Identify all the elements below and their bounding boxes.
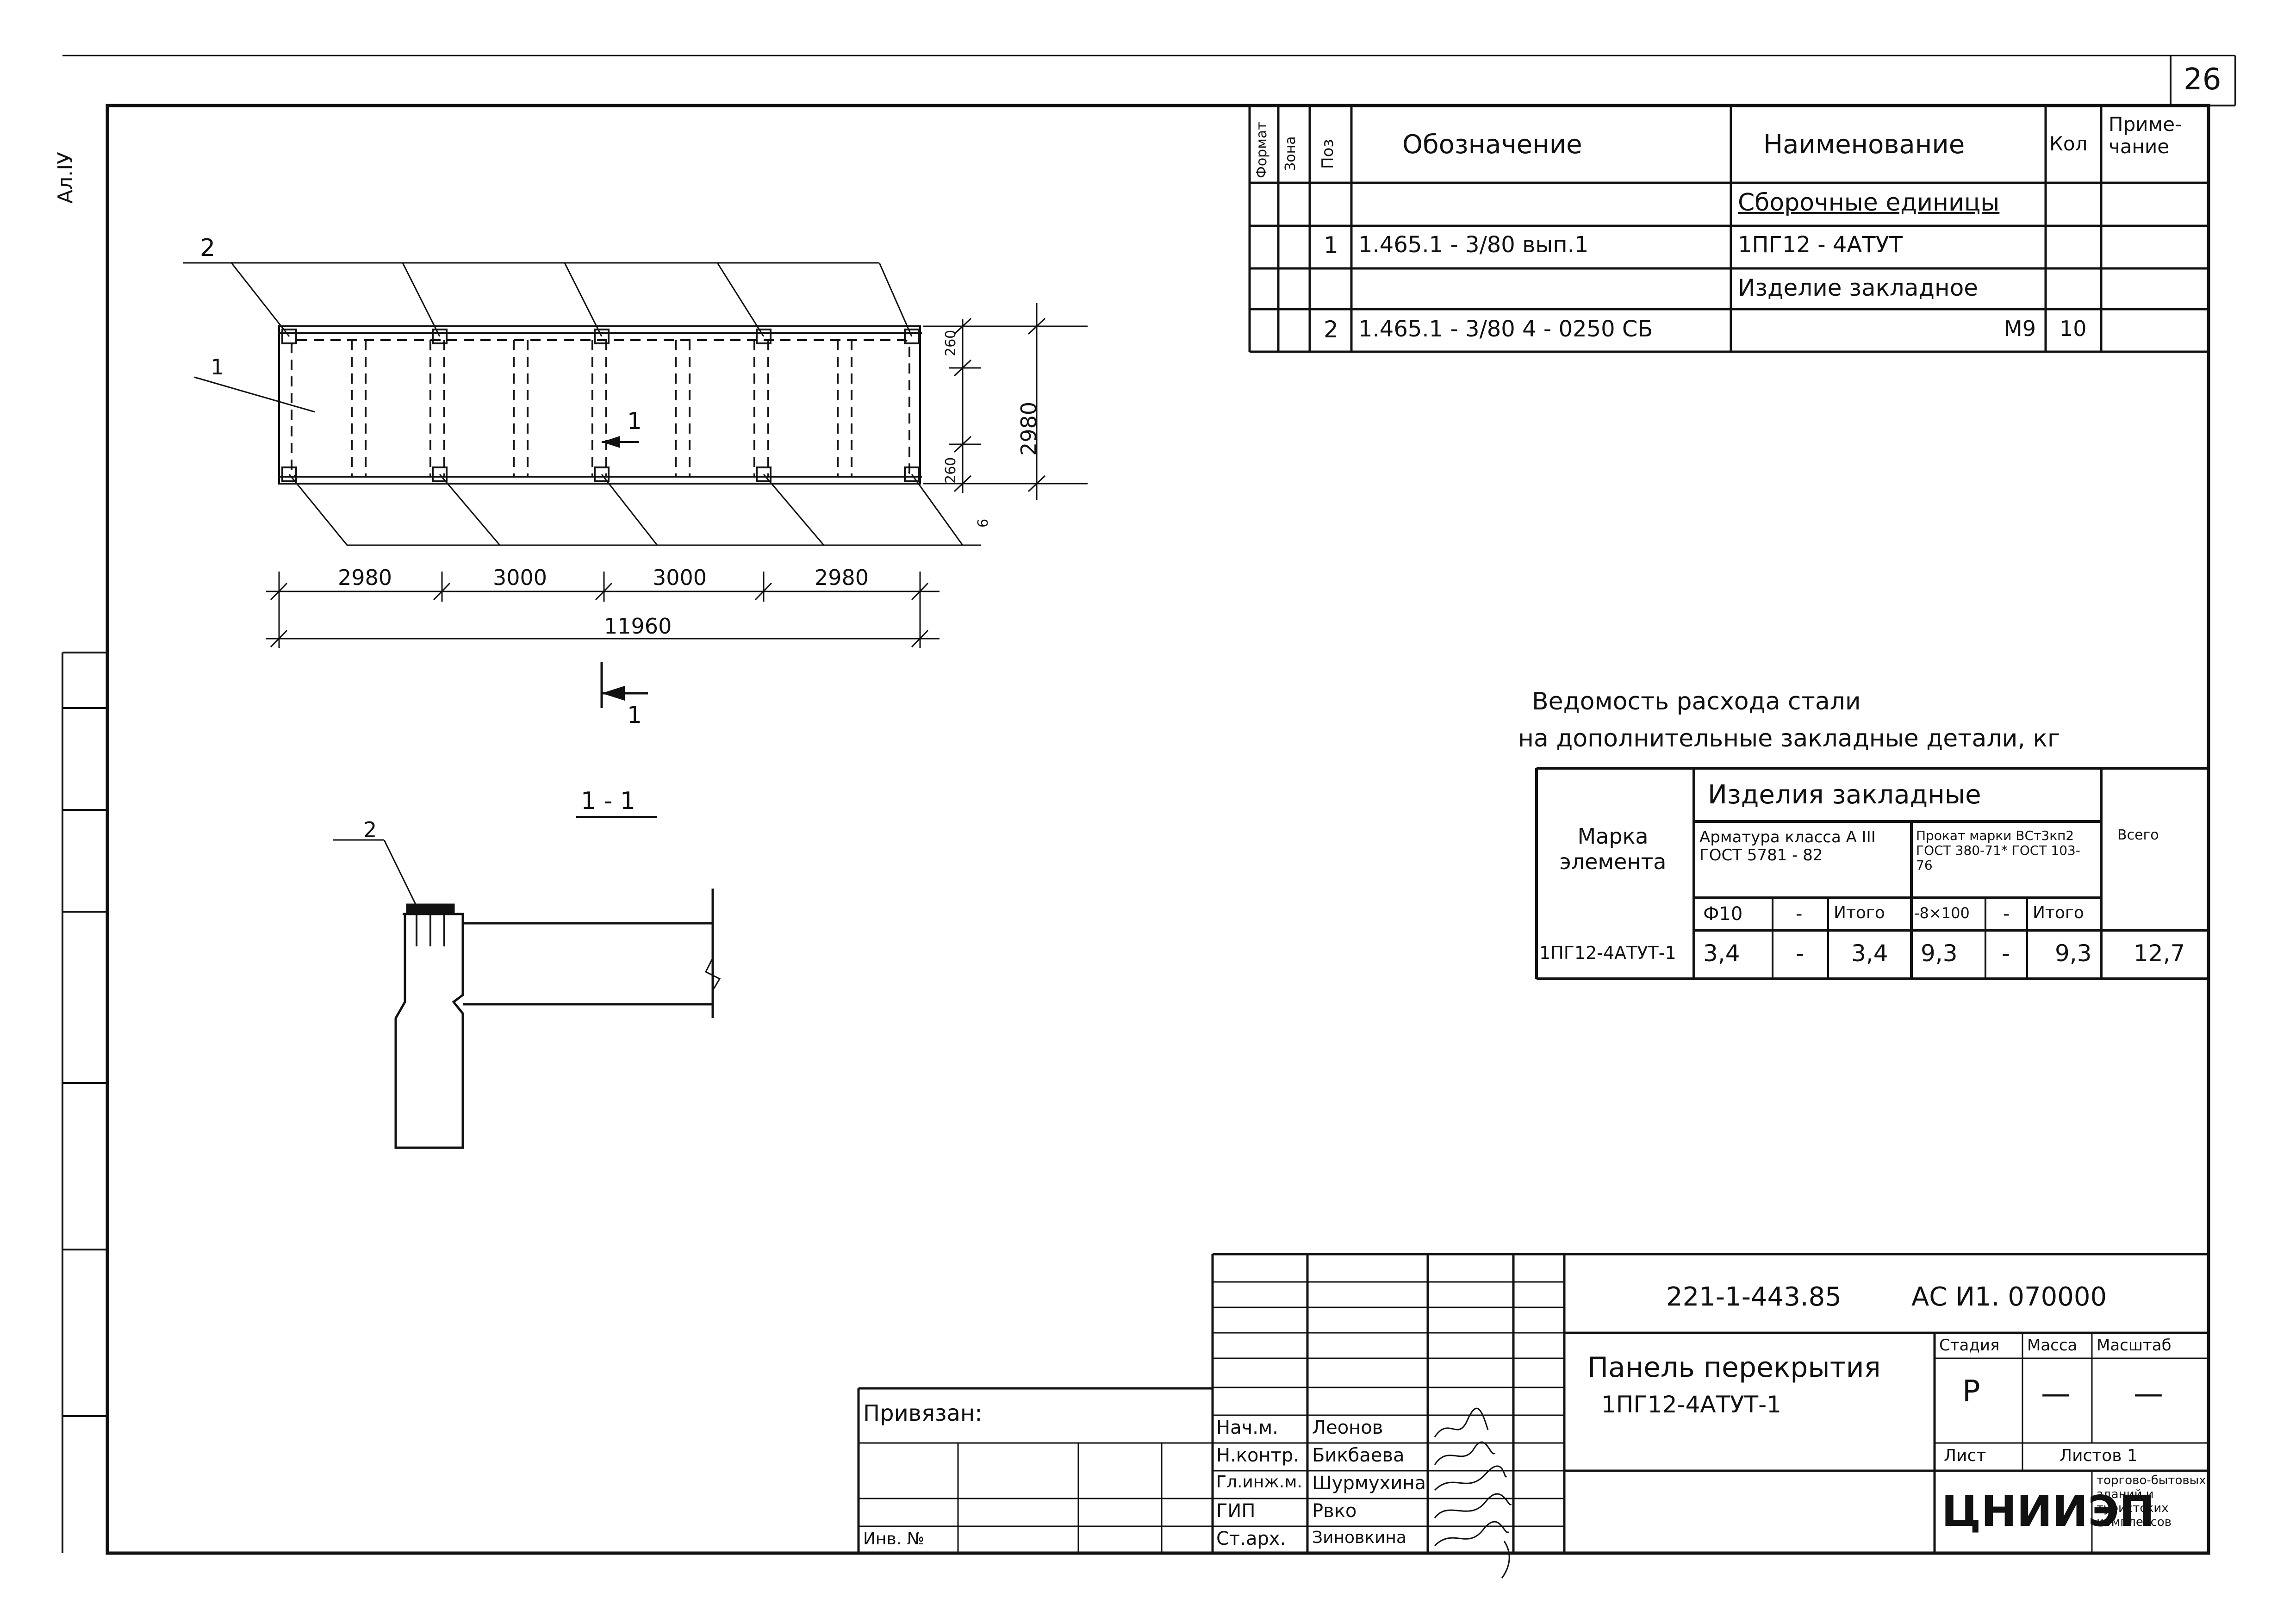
steel-col-6: Итого xyxy=(2033,903,2084,922)
plan-dim-3: 3000 xyxy=(653,565,707,590)
signature-4 xyxy=(1434,1493,1512,1518)
sheet-number: 26 xyxy=(2184,62,2221,97)
name-4: Рвко xyxy=(1312,1500,1357,1522)
role-3: Гл.инж.м. xyxy=(1216,1473,1302,1492)
plan-pos-1: 1 xyxy=(211,354,224,379)
stage-label: Стадия xyxy=(1939,1336,2000,1355)
steel-table-grid xyxy=(1535,767,2210,980)
plan-pos-2: 2 xyxy=(200,234,216,262)
spec-row-4-pos: 2 xyxy=(1324,316,1338,343)
name-2: Бикбаева xyxy=(1312,1445,1405,1466)
name-1: Леонов xyxy=(1312,1417,1383,1438)
stage-value: Р xyxy=(1962,1374,1980,1409)
section-mark-below: 1 xyxy=(627,702,642,728)
plan-total-length: 11960 xyxy=(604,614,672,639)
steel-col-3: Итого xyxy=(1834,903,1885,922)
panel-ribs xyxy=(291,339,910,478)
spec-row-4-qty: 10 xyxy=(2060,316,2087,341)
spec-row-2-name: 1ПГ12 - 4АТУТ xyxy=(1738,232,1903,258)
signatures xyxy=(1434,1407,1512,1579)
steel-col-4: -8×100 xyxy=(1914,904,1970,922)
plan-rib-label: 6 xyxy=(975,518,991,528)
header-pos: Поз xyxy=(1319,139,1337,169)
scale-label: Масштаб xyxy=(2097,1336,2172,1355)
title-block-grid xyxy=(857,1253,2209,1553)
section-1-1 xyxy=(333,816,721,1149)
section-title: 1 - 1 xyxy=(581,787,635,815)
plan-height: 2980 xyxy=(1016,401,1041,456)
signature-2 xyxy=(1434,1441,1496,1465)
spec-row-4-name: М9 xyxy=(2004,316,2036,341)
steel-title-2: на дополнительные закладные детали, кг xyxy=(1518,725,2060,752)
steel-sub-2: Прокат марки ВСт3кп2 ГОСТ 380-71* ГОСТ 1… xyxy=(1916,828,2080,873)
steel-col-2: - xyxy=(1796,903,1803,925)
role-1: Нач.м. xyxy=(1216,1417,1278,1438)
signature-1 xyxy=(1434,1407,1489,1437)
spec-table-grid xyxy=(1248,106,2210,353)
plan-edge-top: 260 xyxy=(943,330,959,356)
spec-row-4-designation: 1.465.1 - 3/80 4 - 0250 СБ xyxy=(1358,316,1653,342)
plan-dim-1: 2980 xyxy=(338,565,392,590)
steel-val-5: - xyxy=(2002,940,2010,967)
steel-col-5: - xyxy=(2003,903,2010,925)
signature-5 xyxy=(1434,1521,1510,1547)
signature-3 xyxy=(1434,1465,1507,1491)
header-note: Приме-чание xyxy=(2109,113,2182,158)
steel-val-total: 12,7 xyxy=(2134,940,2185,967)
plan-dim-4: 2980 xyxy=(815,565,869,590)
doc-code: 221-1-443.85 xyxy=(1666,1282,1842,1312)
plan-edge-bottom: 260 xyxy=(943,457,959,484)
header-qty: Кол xyxy=(2049,132,2088,155)
bound-label: Привязан: xyxy=(863,1400,983,1426)
section-pos-2: 2 xyxy=(363,817,377,842)
plan-section-mark: 1 xyxy=(627,408,642,435)
steel-col-1: Ф10 xyxy=(1703,903,1743,925)
plan-dimensions xyxy=(266,303,1088,648)
spec-row-1-name: Сборочные единицы xyxy=(1738,189,2000,217)
spec-row-2-pos: 1 xyxy=(1324,232,1338,259)
doc-title-line-2: 1ПГ12-4АТУТ-1 xyxy=(1601,1391,1781,1418)
role-2: Н.контр. xyxy=(1216,1445,1299,1466)
embedded-plates xyxy=(281,329,920,482)
leader-lines xyxy=(183,262,981,546)
role-4: ГИП xyxy=(1216,1500,1256,1522)
spec-row-2-designation: 1.465.1 - 3/80 вып.1 xyxy=(1358,232,1589,258)
plan-dim-2: 3000 xyxy=(493,565,548,590)
name-5: Зиновкина xyxy=(1312,1528,1406,1547)
steel-title-1: Ведомость расхода стали xyxy=(1532,688,1861,715)
sheets-label: Листов 1 xyxy=(2060,1446,2138,1465)
panel-outline xyxy=(278,325,921,485)
mass-value: — xyxy=(2041,1377,2071,1411)
doc-title-line-1: Панель перекрытия xyxy=(1587,1351,1881,1384)
steel-sub-1: Арматура класса А III ГОСТ 5781 - 82 xyxy=(1699,828,1876,865)
steel-val-6: 9,3 xyxy=(2055,940,2092,967)
steel-col-total: Всего xyxy=(2117,827,2159,843)
org-sub: торгово-бытовых зданий и туристских комп… xyxy=(2097,1474,2206,1529)
inv-label: Инв. № xyxy=(863,1530,925,1548)
steel-val-3: 3,4 xyxy=(1851,940,1888,967)
steel-val-1: 3,4 xyxy=(1703,940,1740,967)
side-label: Ал.IУ xyxy=(54,152,77,204)
scale-value: — xyxy=(2134,1377,2163,1411)
steel-col-mark: Марка элемента xyxy=(1559,824,1667,875)
doc-sheet-code: АС И1. 070000 xyxy=(1911,1282,2107,1312)
steel-val-4: 9,3 xyxy=(1921,940,1958,967)
org-name: ЦНИИЭП xyxy=(1941,1486,2155,1536)
steel-val-2: - xyxy=(1796,940,1804,967)
mass-label: Масса xyxy=(2027,1336,2078,1355)
steel-row-mark: 1ПГ12-4АТУТ-1 xyxy=(1539,943,1676,963)
header-name: Наименование xyxy=(1763,130,1965,160)
header-format: Формат xyxy=(1254,122,1270,178)
left-margin-strip xyxy=(62,652,107,1553)
spec-row-3-name: Изделие закладное xyxy=(1738,274,1979,301)
role-5: Ст.арх. xyxy=(1216,1528,1286,1549)
name-3: Шурмухина xyxy=(1312,1473,1426,1494)
steel-col-group: Изделия закладные xyxy=(1708,780,1981,810)
sheet-label: Лист xyxy=(1944,1446,1986,1465)
header-zone: Зона xyxy=(1282,136,1299,171)
panel-plan xyxy=(183,262,981,546)
header-designation: Обозначение xyxy=(1402,130,1582,160)
section-mark-plan xyxy=(600,662,648,708)
